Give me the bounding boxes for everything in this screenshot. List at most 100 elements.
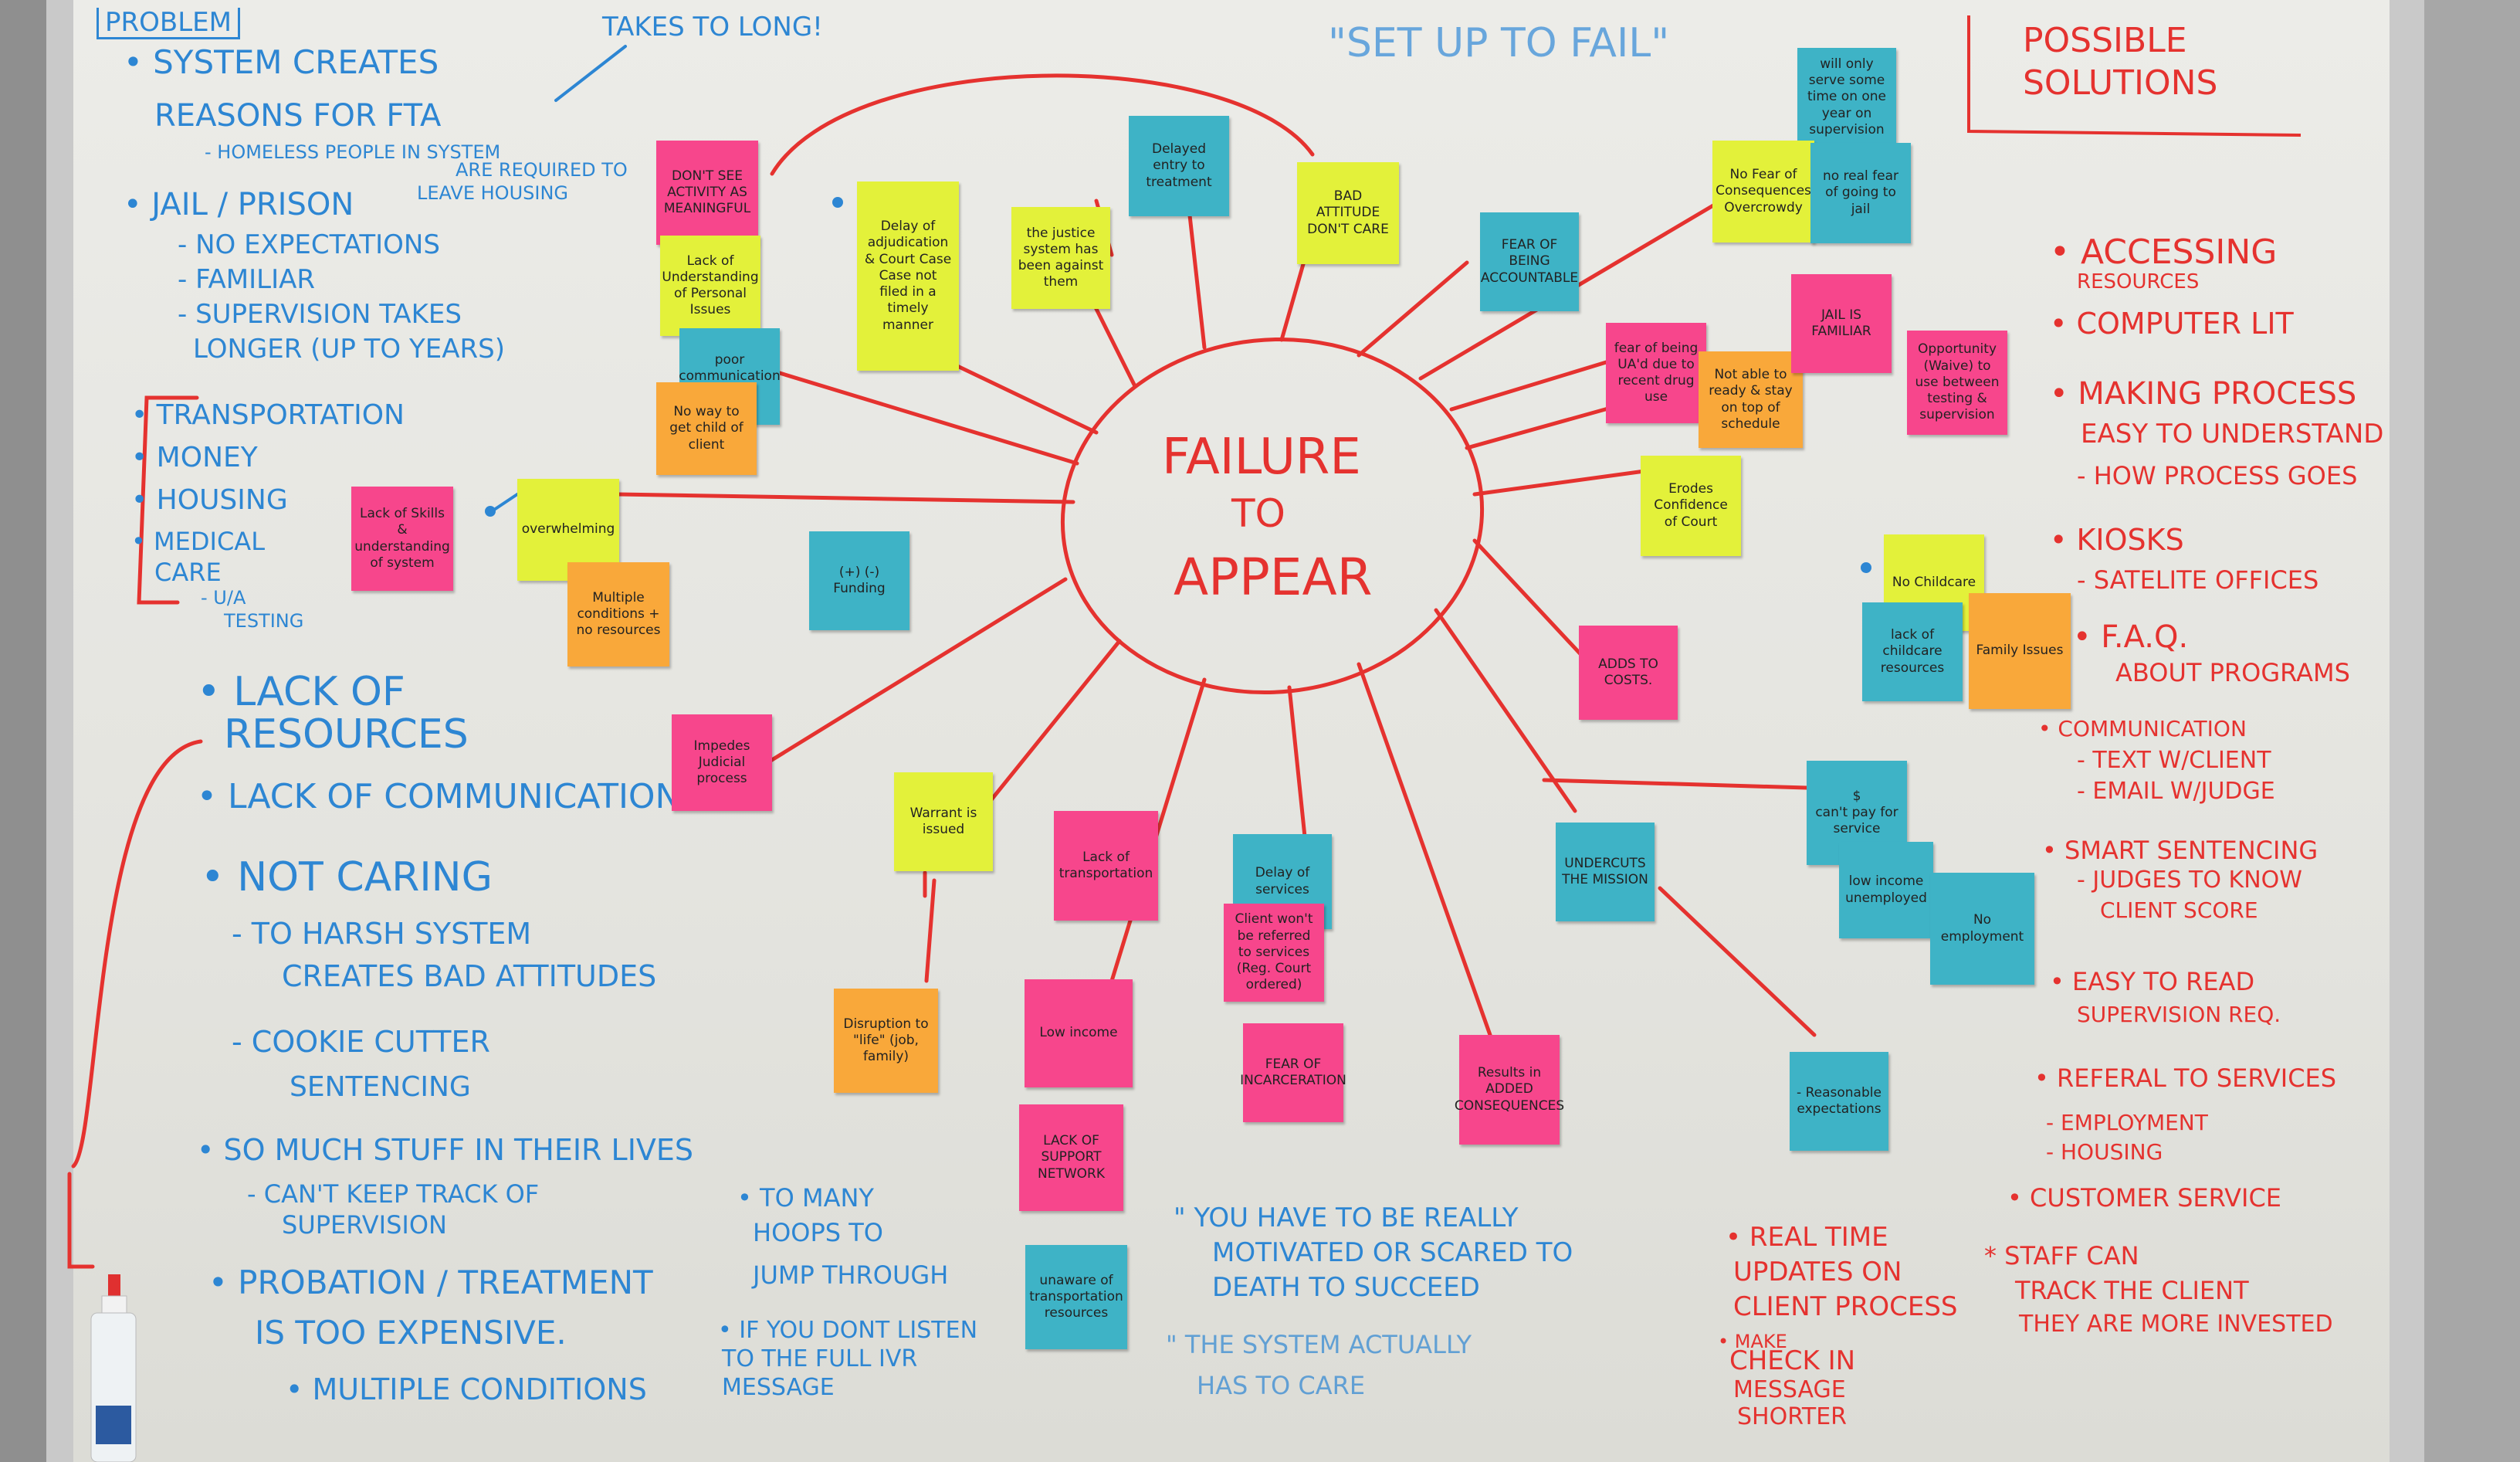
bottom-note-line: HAS TO CARE [1197, 1371, 1366, 1400]
problem-line: • MEDICAL [131, 527, 266, 556]
problem-line: - NO EXPECTATIONS [178, 229, 440, 260]
bottom-note-line: MESSAGE [722, 1374, 835, 1401]
sticky-note: will only serve some time on one year on… [1797, 48, 1896, 147]
solution-line: SHORTER [1737, 1403, 1848, 1430]
sticky-note: No employment [1930, 873, 2034, 985]
problem-line: • HOUSING [131, 484, 288, 516]
sticky-note: the justice system has been against them [1011, 207, 1110, 309]
problem-line: LONGER (UP TO YEARS) [193, 334, 505, 365]
sticky-note: UNDERCUTS THE MISSION [1556, 823, 1655, 921]
problem-line: • MONEY [131, 442, 258, 473]
bottom-note-line: MOTIVATED OR SCARED TO [1212, 1237, 1573, 1268]
solution-line: - HOUSING [2046, 1139, 2163, 1165]
sticky-note: FEAR OF INCARCERATION [1240, 1023, 1346, 1122]
problem-line: • TRANSPORTATION [131, 399, 405, 431]
sticky-note: Family Issues [1969, 593, 2071, 709]
bottom-note-line: " YOU HAVE TO BE REALLY [1174, 1203, 1519, 1233]
center-line-1: FAILURE [1162, 429, 1361, 486]
sticky-note: unaware of transportation resources [1025, 1245, 1127, 1349]
problem-line: CARE [154, 558, 222, 587]
solution-line: * STAFF CAN [1984, 1241, 2139, 1270]
solution-line: • SMART SENTENCING [2042, 836, 2318, 865]
solution-line: • MAKING PROCESS [2050, 376, 2357, 412]
solution-line: EASY TO UNDERSTAND [2081, 419, 2384, 449]
sticky-note: - Reasonable expectations [1790, 1052, 1888, 1151]
problem-line: • NOT CARING [201, 854, 493, 901]
solution-line: • MAKE [1718, 1331, 1787, 1352]
solution-line: • ACCESSING [2050, 232, 2278, 272]
solution-line: • EASY TO READ [2050, 967, 2255, 996]
solution-line: RESOURCES [2077, 270, 2200, 293]
problem-line: • MULTIPLE CONDITIONS [286, 1372, 647, 1406]
solution-line: CHECK IN [1729, 1345, 1856, 1376]
solution-line: • REFERAL TO SERVICES [2034, 1063, 2337, 1093]
problem-line: - HOMELESS PEOPLE IN SYSTEM [205, 141, 501, 163]
solution-line: • KIOSKS [2050, 523, 2184, 557]
sticky-note: BAD ATTITUDE DON'T CARE [1297, 162, 1399, 264]
marker-dot [485, 506, 496, 517]
sticky-note: JAIL IS FAMILIAR [1791, 274, 1892, 373]
problem-line: - TO HARSH SYSTEM [232, 917, 532, 951]
solution-line: - EMPLOYMENT [2046, 1110, 2208, 1135]
problem-heading: PROBLEM [97, 8, 240, 39]
sticky-note: DON'T SEE ACTIVITY AS MEANINGFUL [656, 141, 758, 245]
sticky-note: FEAR OF BEING ACCOUNTABLE [1480, 212, 1579, 311]
center-line-2: TO [1231, 491, 1285, 536]
bottom-note-line: " THE SYSTEM ACTUALLY [1166, 1330, 1472, 1359]
problem-line: LEAVE HOUSING [417, 182, 568, 204]
sticky-note: Client won't be referred to services (Re… [1224, 904, 1324, 1002]
sticky-note: fear of being UA'd due to recent drug us… [1606, 323, 1706, 423]
sticky-note: Lack of Understanding of Personal Issues [660, 236, 760, 336]
solution-line: • REAL TIME [1726, 1222, 1888, 1253]
solution-line: SUPERVISION REQ. [2077, 1002, 2281, 1027]
arc-connector [770, 73, 1315, 176]
solution-line: - SATELITE OFFICES [2077, 565, 2319, 595]
sticky-note: ADDS TO COSTS. [1579, 626, 1678, 720]
takes-too-long-text: TAKES TO LONG! [602, 12, 823, 42]
set-up-to-fail-text: "SET UP TO FAIL" [1328, 20, 1670, 66]
solution-line: CLIENT PROCESS [1733, 1291, 1958, 1322]
problem-line: REASONS FOR FTA [154, 98, 442, 134]
solution-line: UPDATES ON [1733, 1257, 1902, 1287]
sticky-note: No Fear of Consequences Overcrowdy [1712, 141, 1814, 243]
sticky-note: Lack of Skills & understanding of system [351, 487, 453, 591]
solutions-heading: POSSIBLE SOLUTIONS [2023, 21, 2218, 103]
sticky-note: Lack of transportation [1054, 811, 1158, 921]
problem-line: ARE REQUIRED TO [456, 159, 628, 181]
problem-line: - U/A [201, 587, 246, 609]
sticky-note: Results in ADDED CONSEQUENCES [1455, 1035, 1564, 1145]
sticky-note: Impedes Judicial process [672, 714, 772, 811]
solution-line: THEY ARE MORE INVESTED [2019, 1311, 2333, 1338]
bottom-note-line: HOOPS TO [753, 1218, 883, 1247]
solution-line: MESSAGE [1733, 1376, 1846, 1403]
sticky-note: Low income [1025, 979, 1133, 1087]
problem-line: - SUPERVISION TAKES [178, 299, 462, 330]
problem-line: IS TOO EXPENSIVE. [255, 1314, 567, 1352]
sticky-note: Disruption to "life" (job, family) [834, 989, 938, 1093]
problem-line: CREATES BAD ATTITUDES [282, 959, 657, 993]
problem-line: • PROBATION / TREATMENT [208, 1264, 653, 1301]
problem-line: TESTING [224, 610, 304, 632]
sticky-note: Warrant is issued [894, 772, 993, 871]
sticky-note: Multiple conditions + no resources [567, 562, 669, 667]
solution-line: • COMPUTER LIT [2050, 307, 2294, 341]
spray-bottle [90, 1274, 137, 1462]
bottom-note-line: • TO MANY [737, 1183, 874, 1213]
wall [2424, 0, 2520, 1462]
solution-line: - JUDGES TO KNOW [2077, 867, 2302, 894]
sticky-note: Delayed entry to treatment [1129, 116, 1229, 216]
marker-dot [832, 197, 843, 208]
solution-line: ABOUT PROGRAMS [2115, 658, 2350, 687]
solution-line: • COMMUNICATION [2038, 716, 2247, 741]
problem-line: - FAMILIAR [178, 264, 315, 295]
sticky-note: (+) (-) Funding [809, 531, 909, 630]
solution-line: CLIENT SCORE [2100, 897, 2258, 923]
sticky-note: Opportunity (Waive) to use between testi… [1907, 331, 2007, 435]
whiteboard-surface [73, 0, 2390, 1462]
bottom-note-line: • IF YOU DONT LISTEN [718, 1317, 978, 1344]
problem-line: SENTENCING [290, 1071, 471, 1103]
solution-line: • F.A.Q. [2073, 619, 2189, 655]
solution-line: - HOW PROCESS GOES [2077, 461, 2358, 490]
problem-line: • SO MUCH STUFF IN THEIR LIVES [197, 1133, 694, 1167]
problem-line: SUPERVISION [282, 1210, 447, 1240]
